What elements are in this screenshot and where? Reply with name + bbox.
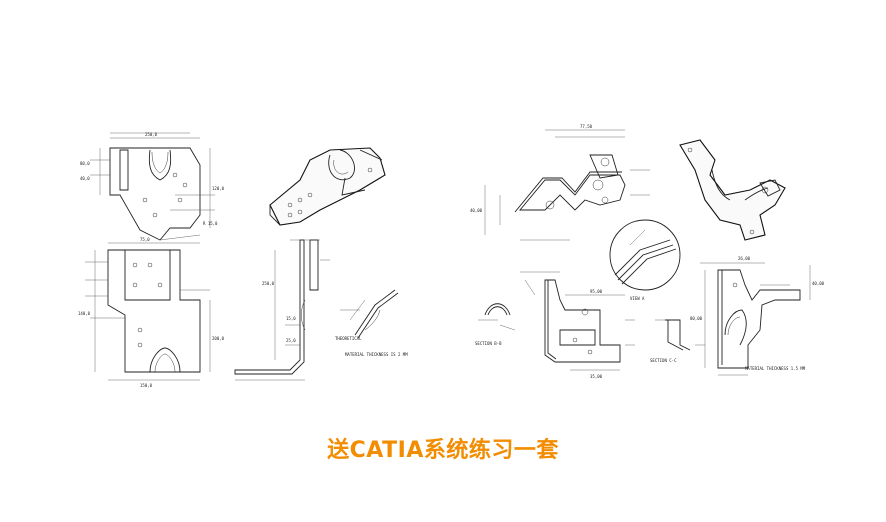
svg-text:95,00: 95,00 [590,289,603,294]
svg-text:80,0: 80,0 [80,161,90,166]
dim-label-4: 40,00 [470,208,483,213]
svg-text:250,0: 250,0 [262,281,275,286]
technical-drawings: 250,0 80,0 40,0 120,0 R 15,0 [78,124,825,388]
bent-part-isometric-drawing [679,139,786,241]
bent-part-side-view-drawing: 26,00 80,00 40,00 MATERIAL THICKNESS 1.5… [690,256,825,376]
svg-text:80,00: 80,00 [690,316,703,321]
bracket-isometric-drawing [269,147,386,226]
svg-text:150,0: 150,0 [140,383,153,388]
section-bb-label: SECTION B-B [475,341,502,346]
material-note-1: MATERIAL THICKNESS IS 2 MM [345,352,408,357]
svg-text:250,0: 250,0 [145,132,158,137]
svg-text:26,00: 26,00 [738,256,751,261]
section-b-b-drawing: SECTION B-B [475,303,516,346]
svg-text:140,0: 140,0 [78,311,91,316]
svg-text:25,0: 25,0 [286,338,296,343]
bracket-top-view-drawing: 250,0 80,0 40,0 120,0 R 15,0 [80,132,225,241]
svg-text:R 15,0: R 15,0 [203,221,218,226]
svg-text:200,0: 200,0 [212,336,225,341]
svg-text:120,0: 120,0 [212,186,225,191]
svg-text:35,00: 35,00 [590,374,603,379]
bent-part-front-view-drawing: 95,00 35,00 [520,271,635,379]
caption-title: 送CATIA系统练习一套 [327,438,559,463]
bracket-side-view-drawing: 250,0 15,0 25,0 THEORETICAL MATERIAL THI… [234,239,408,381]
drawing-sheet: 250,0 80,0 40,0 120,0 R 15,0 [78,124,825,388]
bent-part-top-view-drawing: 77,50 40,00 [470,124,650,241]
bracket-front-view-drawing: 140,0 75,0 200,0 150,0 [78,237,225,388]
svg-text:40,00: 40,00 [812,281,825,286]
section-cc-label: SECTION C-C [650,358,677,363]
section-c-c-drawing: SECTION C-C [650,319,705,363]
view-a-label: VIEW A [630,296,645,301]
theoretical-label: THEORETICAL [335,336,362,341]
detail-view-circle-drawing: VIEW A [609,219,681,301]
svg-text:40,0: 40,0 [80,176,90,181]
svg-text:75,0: 75,0 [140,237,150,242]
material-note-2: MATERIAL THICKNESS 1.5 MM [745,366,806,371]
dim-label-3: 77,50 [580,124,593,129]
svg-text:15,0: 15,0 [286,316,296,321]
